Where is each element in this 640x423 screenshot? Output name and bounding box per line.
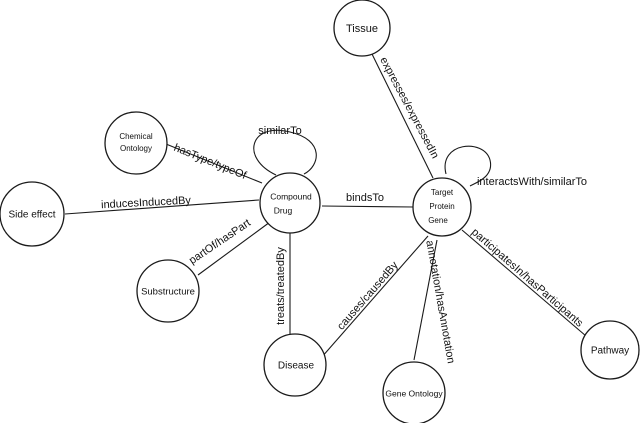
edge-line-disease-target — [320, 235, 429, 359]
edge-line-target-geneontology — [413, 239, 438, 361]
edge-label-compound-similar: similarTo — [258, 125, 301, 137]
node-side-effect[interactable]: Side effect — [0, 181, 65, 247]
node-compound-label-line1: Compound — [270, 191, 312, 201]
node-compound-label-line2: Drug — [274, 205, 293, 215]
node-disease-circle — [263, 333, 327, 397]
node-disease[interactable]: Disease — [263, 333, 327, 397]
node-gene-ontology-label: Gene Ontology — [385, 388, 443, 398]
edge-label-causes: causes/causedBy — [335, 259, 401, 332]
node-tissue-circle — [333, 0, 391, 57]
edge-line-substructure-compound — [197, 221, 271, 276]
node-target[interactable]: Target Protein Gene — [412, 177, 472, 237]
edge-label-has-type: hasType/typeOf — [172, 142, 249, 182]
edge-label-treats: treats/treatedBy — [275, 247, 287, 325]
edge-label-binds: bindsTo — [346, 192, 384, 204]
edge-label-participates: participatesIn/hasParticipants — [469, 226, 586, 330]
edge-label-annotation: annotation/hasAnnotation — [423, 239, 456, 364]
node-target-label-line3: Gene — [428, 216, 448, 225]
node-gene-ontology[interactable]: Gene Ontology — [382, 361, 446, 423]
node-disease-label: Disease — [278, 361, 315, 372]
edge-loop-compound — [253, 129, 317, 176]
node-side-effect-label: Side effect — [8, 210, 55, 221]
edge-loop-target — [444, 145, 492, 187]
node-chemical-ontology-circle — [104, 111, 168, 175]
node-compound[interactable]: Compound Drug — [259, 172, 321, 234]
node-target-label-line2: Protein — [429, 202, 454, 211]
edge-line-chemical-compound — [165, 143, 263, 184]
edge-line-sideeffect-compound — [64, 199, 260, 215]
edge-label-interacts: interactsWith/similarTo — [477, 176, 587, 188]
edge-line-compound-target — [321, 205, 415, 208]
node-tissue-label: Tissue — [346, 23, 378, 35]
node-gene-ontology-circle — [382, 361, 446, 423]
node-side-effect-circle — [0, 181, 65, 247]
node-compound-circle — [259, 172, 321, 234]
edge-label-induces: inducesInducedBy — [101, 195, 192, 212]
node-substructure[interactable]: Substructure — [136, 259, 200, 323]
node-chemical-ontology[interactable]: Chemical Ontology — [104, 111, 168, 175]
edges — [64, 53, 587, 361]
node-chemical-ontology-label-line1: Chemical — [119, 132, 153, 141]
node-pathway-circle — [580, 320, 640, 380]
node-chemical-ontology-label-line2: Ontology — [120, 144, 152, 153]
node-tissue[interactable]: Tissue — [333, 0, 391, 57]
node-substructure-label: Substructure — [141, 287, 195, 298]
node-target-label-line1: Target — [431, 188, 454, 197]
node-target-circle — [412, 177, 472, 237]
node-substructure-circle — [136, 259, 200, 323]
edge-line-target-pathway — [461, 229, 587, 337]
edge-line-tissue-target — [371, 53, 434, 179]
node-pathway[interactable]: Pathway — [580, 320, 640, 380]
node-pathway-label: Pathway — [591, 346, 629, 357]
edge-label-expresses: expresses/expressedIn — [377, 55, 441, 161]
